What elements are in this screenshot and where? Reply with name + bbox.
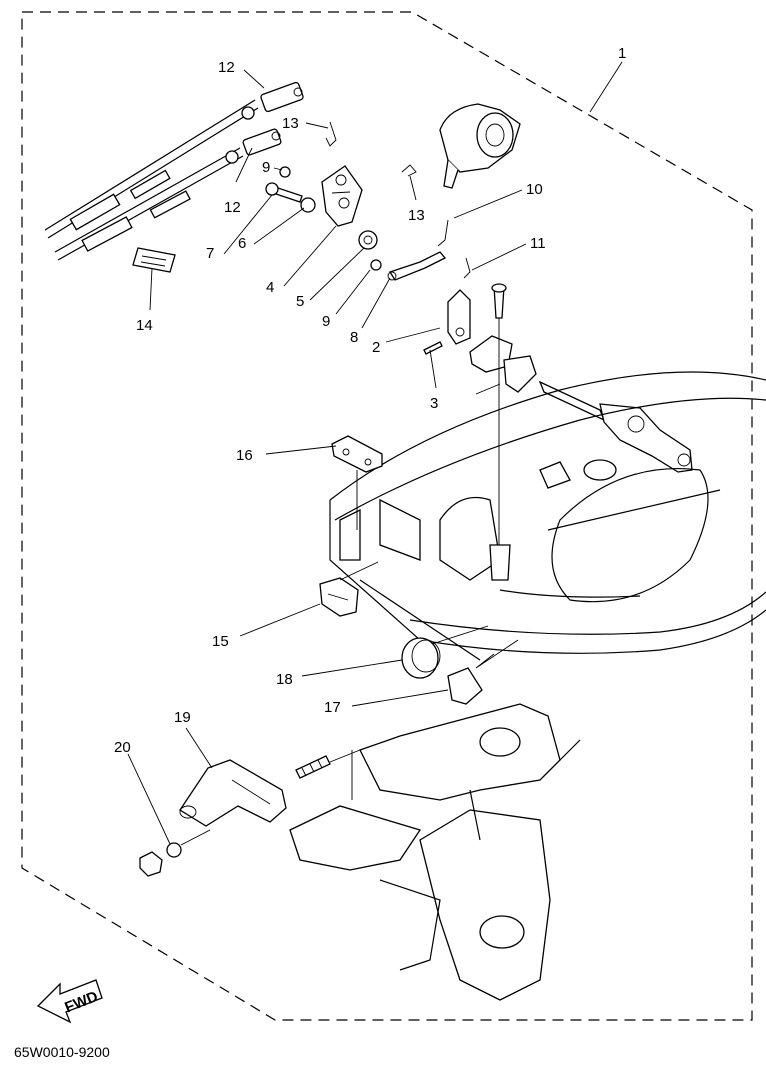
link-rod bbox=[389, 251, 447, 281]
bracket-19 bbox=[179, 759, 287, 827]
callout-3: 3 bbox=[430, 395, 438, 412]
drawing-code: 65W0010-9200 bbox=[14, 1044, 110, 1060]
swivel-bracket bbox=[289, 703, 581, 1001]
callout-20: 20 bbox=[114, 739, 131, 756]
assembly-boundary bbox=[21, 11, 753, 1021]
callout-16: 16 bbox=[236, 447, 253, 464]
clip-13-lower bbox=[401, 164, 417, 177]
clip-11 bbox=[463, 257, 471, 279]
callout-15: 15 bbox=[212, 633, 229, 650]
callout-9-lower: 9 bbox=[322, 313, 330, 330]
control-cables bbox=[44, 81, 304, 261]
washer-6 bbox=[300, 197, 316, 213]
plug-17 bbox=[447, 667, 483, 705]
clip-10 bbox=[437, 219, 449, 247]
pin-3 bbox=[423, 341, 443, 355]
holder-15 bbox=[319, 577, 359, 617]
callout-2: 2 bbox=[372, 339, 380, 356]
callout-18: 18 bbox=[276, 671, 293, 688]
washer-20 bbox=[166, 842, 182, 858]
callout-1: 1 bbox=[618, 45, 626, 62]
callout-13-lower: 13 bbox=[408, 207, 425, 224]
throttle-cam bbox=[439, 103, 521, 189]
collar-5 bbox=[358, 230, 378, 250]
clip-13-upper bbox=[325, 121, 337, 147]
callout-5: 5 bbox=[296, 293, 304, 310]
washer-9-upper bbox=[279, 166, 291, 178]
callout-14: 14 bbox=[136, 317, 153, 334]
callout-12-lower: 12 bbox=[224, 199, 241, 216]
leader-lines bbox=[127, 61, 623, 845]
shift-shaft bbox=[538, 380, 693, 473]
callout-8: 8 bbox=[350, 329, 358, 346]
fwd-arrow-icon: FWD bbox=[36, 979, 103, 1024]
bottom-cowling bbox=[329, 371, 766, 661]
callout-6: 6 bbox=[238, 235, 246, 252]
callout-4: 4 bbox=[266, 279, 274, 296]
spring bbox=[295, 755, 331, 779]
callout-12-upper: 12 bbox=[218, 59, 235, 76]
link-2 bbox=[447, 289, 471, 345]
callout-13-upper: 13 bbox=[282, 115, 299, 132]
callout-9-upper: 9 bbox=[262, 159, 270, 176]
plug-18 bbox=[401, 637, 441, 679]
label-plate bbox=[132, 247, 176, 273]
callout-17: 17 bbox=[324, 699, 341, 716]
throttle-lever bbox=[321, 165, 363, 227]
callout-19: 19 bbox=[174, 709, 191, 726]
callout-11: 11 bbox=[530, 235, 546, 252]
callout-10: 10 bbox=[526, 181, 543, 198]
nut-20 bbox=[139, 851, 163, 877]
grommet-16 bbox=[331, 435, 383, 473]
washer-9-lower bbox=[370, 259, 382, 271]
callout-7: 7 bbox=[206, 245, 214, 262]
